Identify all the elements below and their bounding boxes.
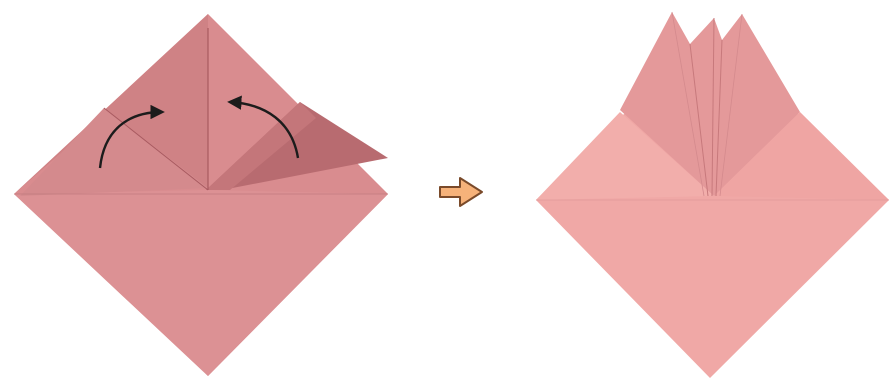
paper-lower-half xyxy=(14,190,388,376)
right-shoulder xyxy=(714,112,889,200)
paper-upper-left xyxy=(14,14,208,194)
left-shoulder xyxy=(536,112,714,200)
paper-after-fold xyxy=(536,11,889,378)
left-flap xyxy=(20,108,208,196)
flap-crease xyxy=(671,11,705,197)
flap-crease xyxy=(719,13,743,197)
diagonal-crease xyxy=(103,107,209,191)
paper-before-fold xyxy=(14,14,388,376)
curved-arrow-icon xyxy=(98,104,165,169)
flap-crease xyxy=(715,39,723,197)
upper-flaps xyxy=(620,12,800,196)
flap-crease xyxy=(689,43,709,197)
right-flap-shadow xyxy=(206,102,316,190)
right-arrow-icon xyxy=(439,177,483,207)
flap-crease xyxy=(711,17,715,197)
curved-arrow-icon xyxy=(227,95,300,159)
